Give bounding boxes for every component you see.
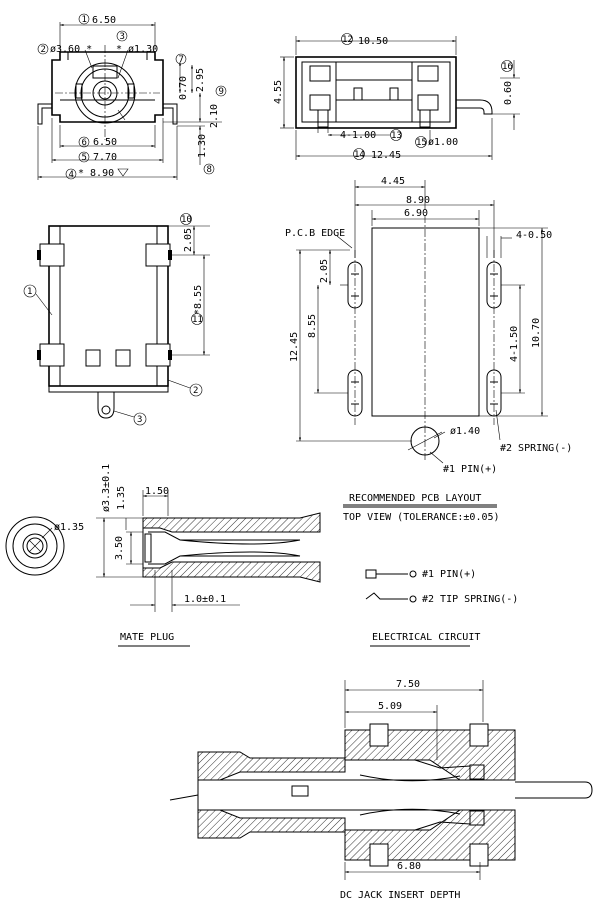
pin-label-pcb: #1 PIN(+) <box>443 464 497 475</box>
circuit-title: ELECTRICAL CIRCUIT <box>372 632 480 643</box>
dim-4-0-50: 4-0.50 <box>516 230 552 241</box>
dim-4-1-50: 4-1.50 <box>509 326 520 362</box>
dim-6-80: 6.80 <box>397 861 421 872</box>
dim-2-05-top: 2.05 <box>183 228 194 252</box>
dim-num-14: 14 <box>354 150 365 160</box>
dim-num-2: 2 <box>41 45 46 55</box>
dim-4-1-00: 4-1.00 <box>340 130 376 141</box>
dim-2-10: 2.10 <box>209 104 220 128</box>
dim-num-3: 3 <box>120 32 125 42</box>
dim-4-55: 4.55 <box>273 80 284 104</box>
dim-dia-1-40: ø1.40 <box>450 426 480 437</box>
front-view: 1 6.50 2 ø3.60 * 3 * ø1.30 7 0.70 2.95 2… <box>37 13 227 180</box>
dim-7-70: 7.70 <box>93 152 117 163</box>
dim-num-16: 16 <box>502 62 513 72</box>
pcb-edge-label: P.C.B EDGE <box>285 228 345 239</box>
dim-10-70: 10.70 <box>531 318 542 348</box>
dim-2-05-pcb: 2.05 <box>319 259 330 283</box>
dim-12-45: 12.45 <box>371 150 401 161</box>
electrical-circuit: #1 PIN(+) #2 TIP SPRING(-) ELECTRICAL CI… <box>365 569 518 647</box>
dim-num-13: 13 <box>391 131 402 141</box>
top-view: 1 2 3 10 2.05 *8.55 11 <box>23 213 210 426</box>
dim-num-4: 4 <box>69 170 74 180</box>
dim-num-12: 12 <box>342 35 353 45</box>
dim-0-60: 0.60 <box>503 81 514 105</box>
callout-3: 3 <box>137 415 142 425</box>
spring-label: #2 SPRING(-) <box>500 443 572 454</box>
dim-2-95: 2.95 <box>195 68 206 92</box>
dim-num-11: 11 <box>192 315 203 325</box>
pcb-layout: P.C.B EDGE 4.45 8.90 6.90 4-0.50 2.05 8.… <box>285 176 572 523</box>
dim-num-5: 5 <box>82 153 87 163</box>
insert-depth-title: DC JACK INSERT DEPTH <box>340 890 460 901</box>
dim-5-09: 5.09 <box>378 701 402 712</box>
dim-num-9: 9 <box>219 87 224 97</box>
callout-1: 1 <box>27 287 32 297</box>
mate-plug: ø1.35 ø3.3±0.1 3.50 1.35 1.50 1.0±0.1 MA… <box>5 464 321 647</box>
dim-4-45: 4.45 <box>381 176 405 187</box>
dim-num-15: 15 <box>416 138 427 148</box>
dim-6-50-bottom: 6.50 <box>93 137 117 148</box>
dim-1-35-plug: 1.35 <box>116 486 127 510</box>
dim-num-8: 8 <box>207 165 212 175</box>
circuit-tip-label: #2 TIP SPRING(-) <box>422 594 518 605</box>
side-view: 12 10.50 4.55 16 0.60 4-1.00 13 15 ø1.00… <box>273 33 520 161</box>
dim-0-70: 0.70 <box>178 76 189 100</box>
dim-6-50-top: 6.50 <box>92 15 116 26</box>
dim-7-50: 7.50 <box>396 679 420 690</box>
dim-12-45-pcb: 12.45 <box>289 332 300 362</box>
dim-dia-1-30: * ø1.30 <box>116 44 158 55</box>
dim-8-55-top: *8.55 <box>193 285 204 315</box>
dim-3-50: 3.50 <box>114 536 125 560</box>
dim-1-0: 1.0±0.1 <box>184 594 226 605</box>
dim-num-7: 7 <box>179 55 184 65</box>
dim-8-55-pcb: 8.55 <box>307 314 318 338</box>
dim-1-30: 1.30 <box>197 134 208 158</box>
dim-num-1: 1 <box>82 15 87 25</box>
dim-dia-1-35-plug: ø1.35 <box>54 522 84 533</box>
dim-num-6: 6 <box>82 138 87 148</box>
dim-8-90: * 8.90 <box>78 168 114 179</box>
dim-dia-3-3: ø3.3±0.1 <box>101 464 112 512</box>
circuit-pin-label: #1 PIN(+) <box>422 569 476 580</box>
dim-num-10: 10 <box>181 215 192 225</box>
dim-dia-3-60: ø3.60 * <box>50 44 92 55</box>
pcb-layout-subtitle: TOP VIEW (TOLERANCE:±0.05) <box>343 512 500 523</box>
dim-dia-1-00: ø1.00 <box>428 137 458 148</box>
callout-2: 2 <box>193 386 198 396</box>
dim-1-50-plug: 1.50 <box>145 486 169 497</box>
dim-10-50: 10.50 <box>358 36 388 47</box>
mate-plug-title: MATE PLUG <box>120 632 174 643</box>
pcb-layout-title: RECOMMENDED PCB LAYOUT <box>349 493 481 504</box>
insert-depth: 7.50 5.09 6.80 DC JACK INSERT DEPTH <box>169 679 593 901</box>
dim-6-90: 6.90 <box>404 208 428 219</box>
dim-8-90-pcb: 8.90 <box>406 195 430 206</box>
